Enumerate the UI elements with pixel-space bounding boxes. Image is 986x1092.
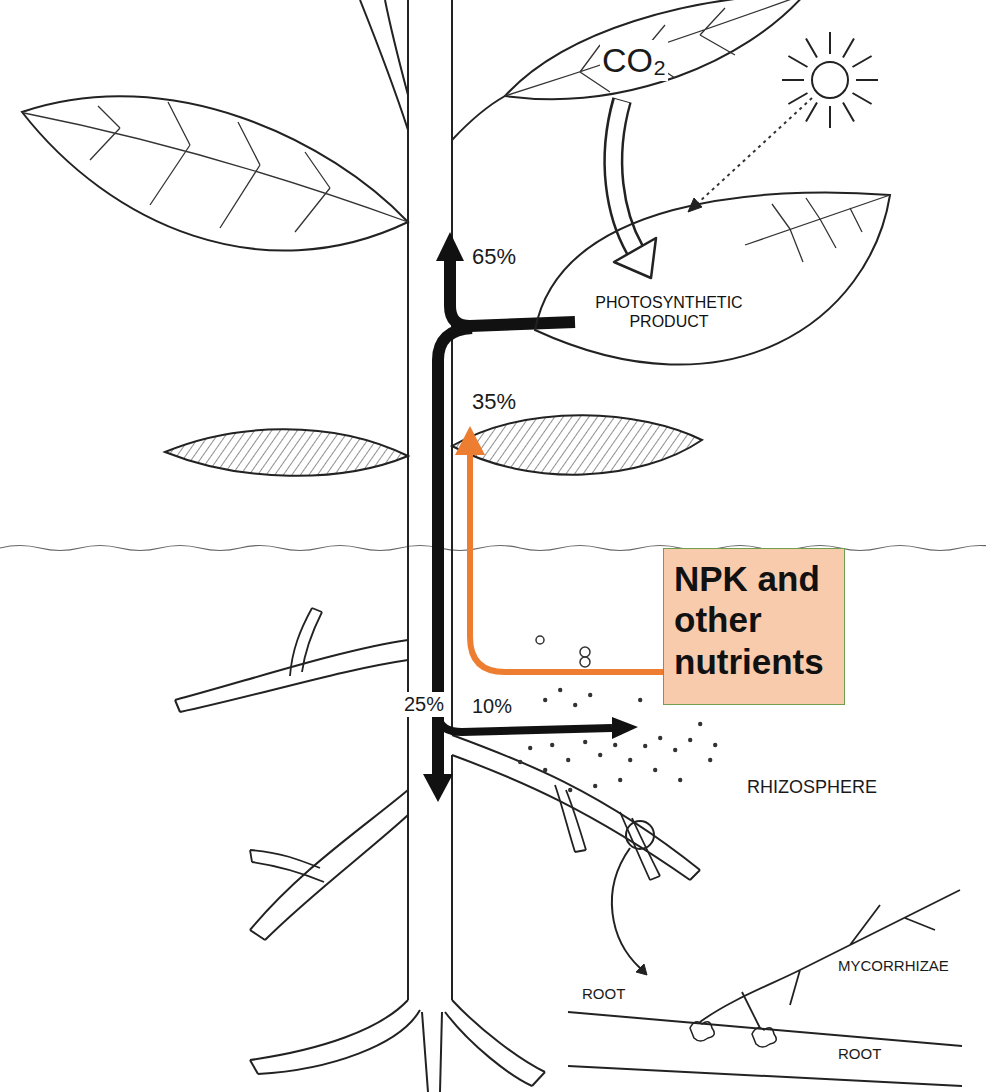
root-branch — [250, 850, 324, 882]
nutrient-arrowhead — [455, 426, 485, 455]
part-label: MYCORRHIZAE — [836, 956, 951, 975]
magnify-arrow — [612, 848, 640, 968]
magnify-circle — [626, 821, 654, 849]
region-label: RHIZOSPHERE — [745, 776, 879, 799]
flow-arrowhead — [423, 774, 453, 802]
part-label: ROOT — [836, 1044, 883, 1063]
root-branch — [452, 735, 700, 880]
root-section — [568, 1012, 962, 1086]
root-hair — [555, 785, 660, 880]
leaf-outline — [535, 192, 890, 364]
flow-arrow-rhizosphere — [438, 716, 612, 732]
root-branch — [290, 608, 322, 676]
stem-outline — [408, 0, 452, 1000]
leaf-outline — [505, 0, 805, 99]
leaf-shape-group — [535, 192, 890, 364]
microbe — [580, 657, 590, 667]
shaded-leaf — [452, 415, 702, 474]
root-branch — [175, 640, 408, 712]
part-label: ROOT — [580, 984, 627, 1003]
co2-arrowhead — [614, 238, 656, 278]
nutrient-text: NPK and other nutrients — [674, 558, 834, 682]
mycorrhizae-hyphae — [700, 890, 960, 1028]
flow-arrowhead — [436, 232, 464, 261]
microbe — [536, 636, 544, 644]
top-branch — [360, 0, 408, 130]
microbe — [580, 647, 590, 657]
leaf-node: PHOTOSYNTHETIC PRODUCT — [520, 180, 900, 412]
leaf-petiole — [452, 96, 505, 140]
leaf-caption: PHOTOSYNTHETIC PRODUCT — [583, 294, 755, 332]
flow-percentage: 65% — [470, 243, 518, 270]
flow-percentage: 35% — [470, 388, 518, 415]
shaded-leaf — [165, 429, 408, 476]
flow-arrowhead — [612, 717, 638, 739]
nutrient-arrow — [470, 452, 664, 672]
leaf-outline — [22, 96, 408, 250]
light-ray — [698, 98, 812, 203]
sun-symbol — [812, 62, 848, 98]
flow-percentage: 25% — [402, 692, 446, 717]
gas-label: CO₂ — [600, 40, 668, 81]
root-branch — [250, 1000, 545, 1092]
nutrient-box: NPK and other nutrients — [663, 548, 845, 705]
leaf-veins — [24, 102, 408, 232]
leaf-veins — [745, 195, 890, 262]
root-branch — [250, 790, 408, 940]
magnify-arrowhead — [636, 964, 647, 975]
flow-percentage: 10% — [470, 694, 514, 719]
arbuscule — [690, 1022, 776, 1047]
leaf-veins — [505, 0, 800, 96]
